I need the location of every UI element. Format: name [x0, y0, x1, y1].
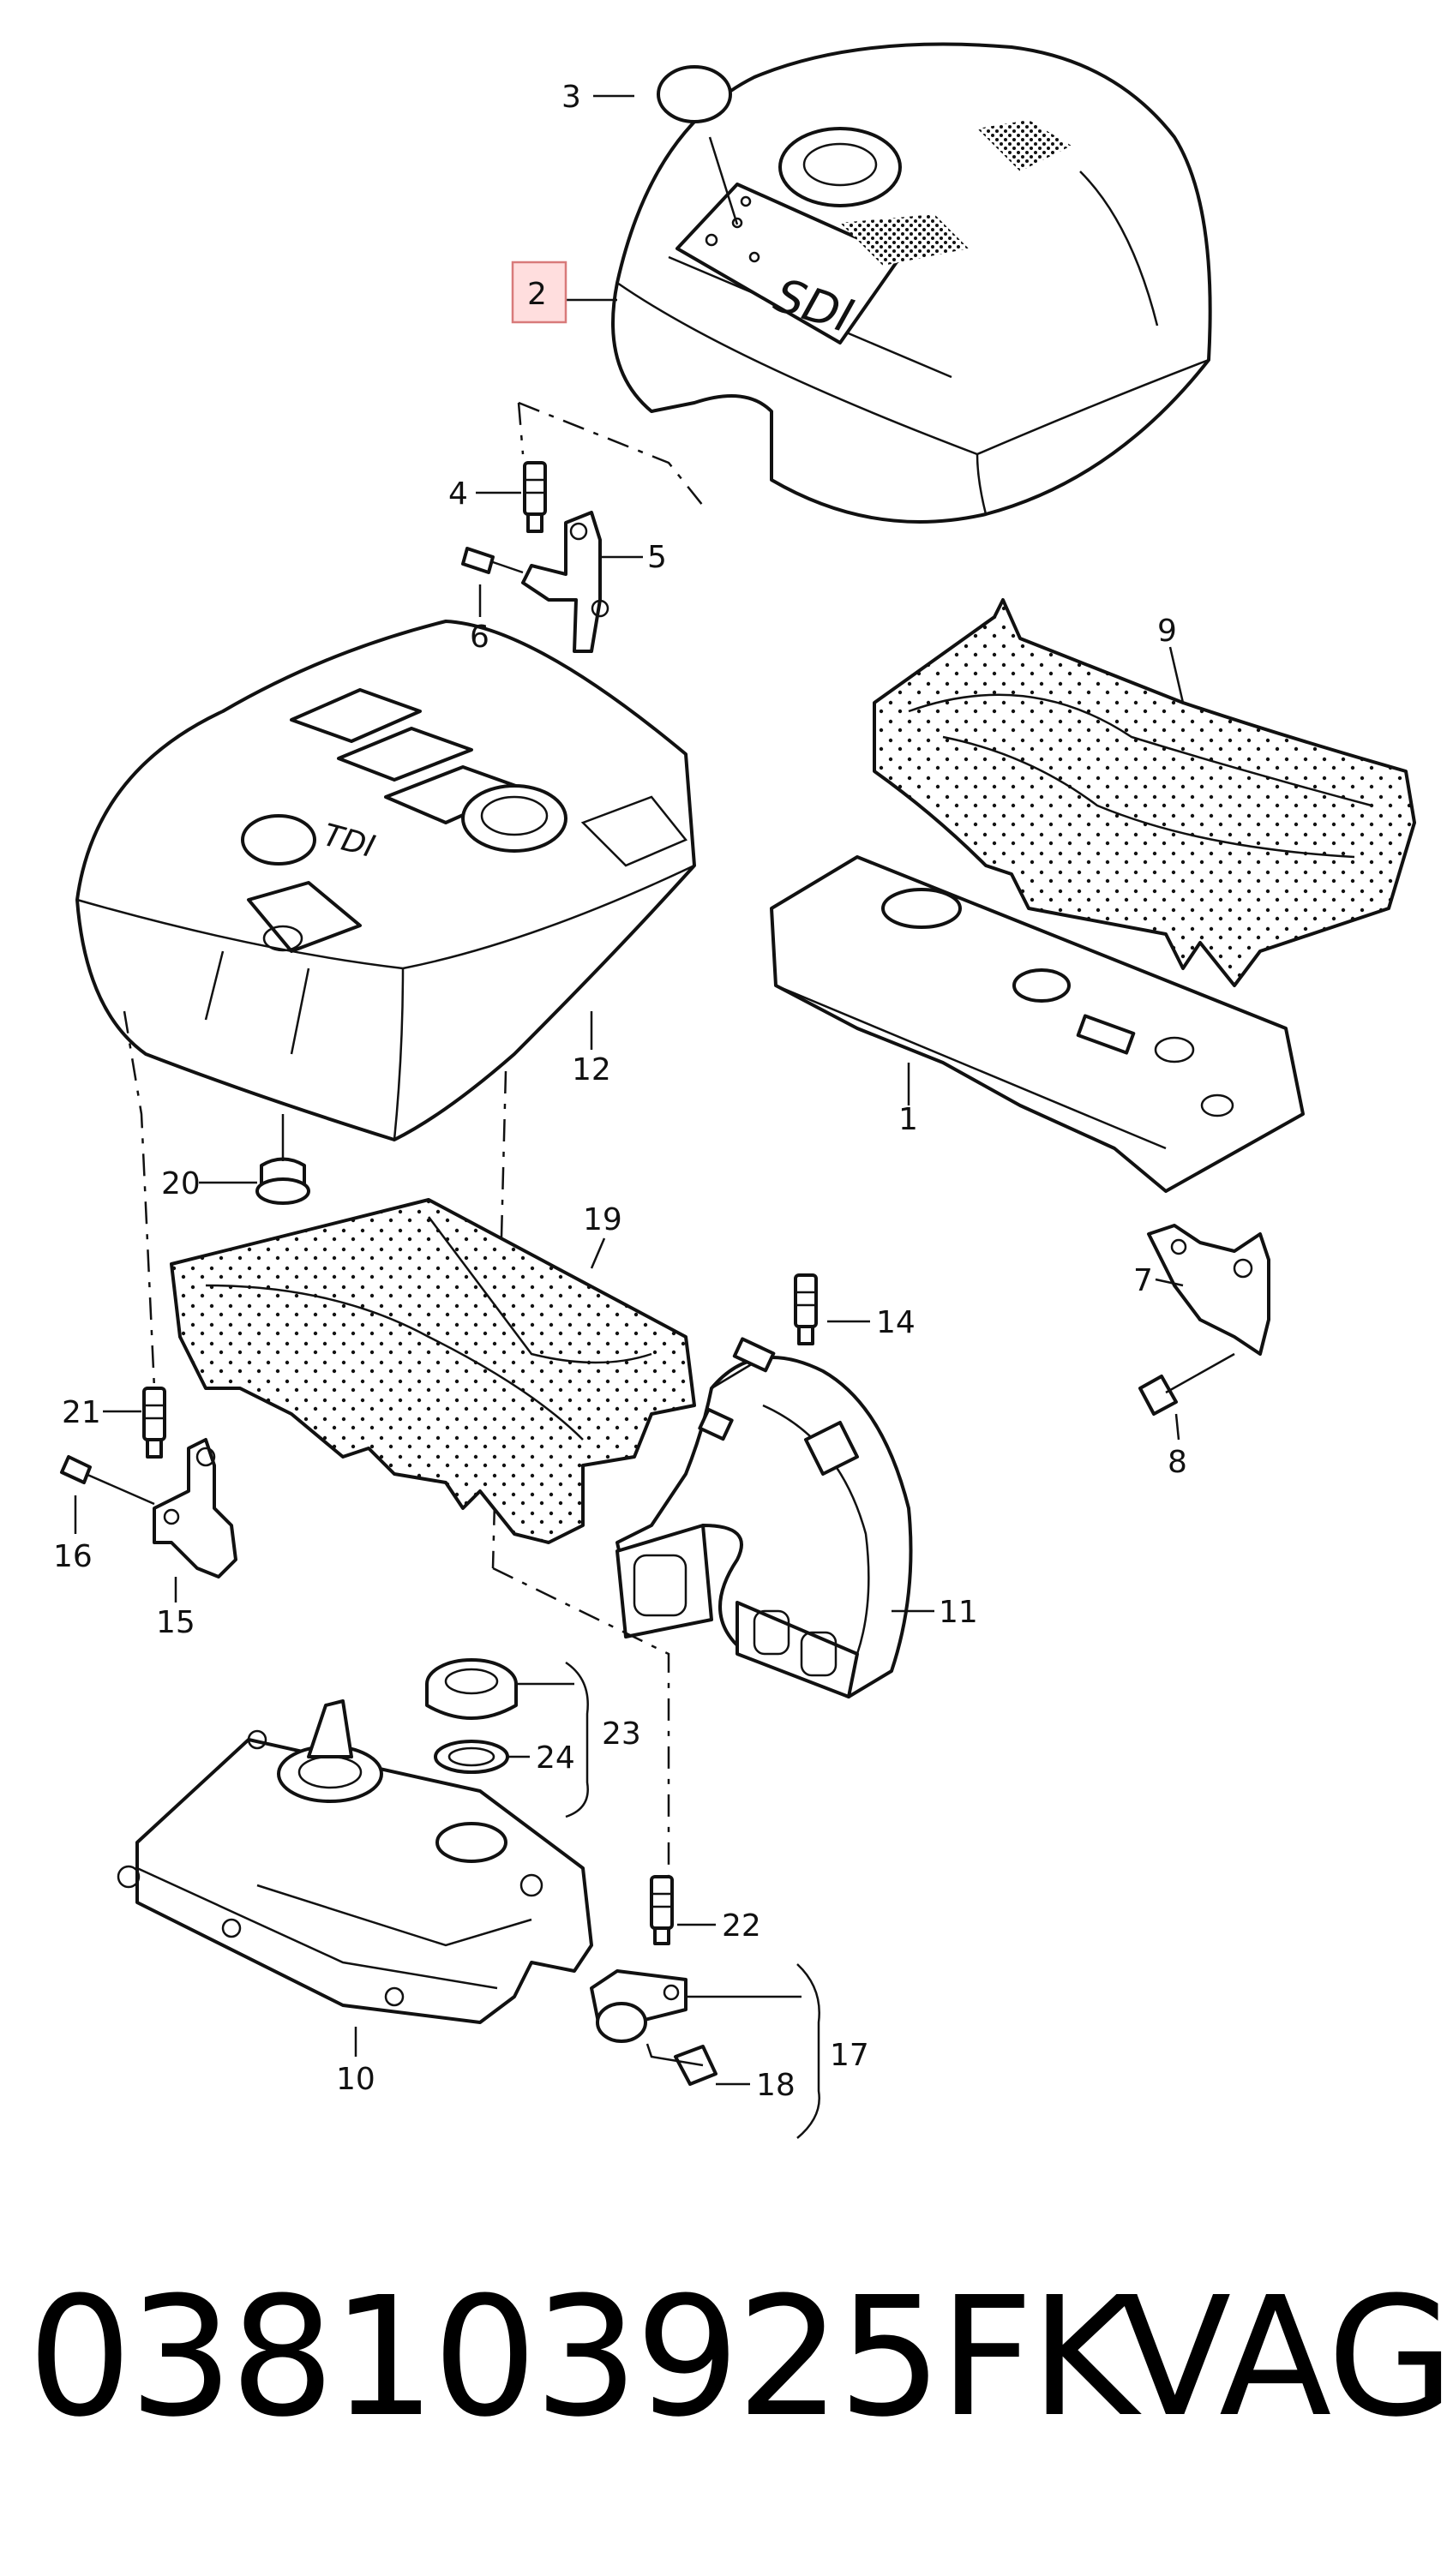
oil-filler-cap: [425, 1658, 518, 1774]
callout-12[interactable]: 12: [572, 1052, 611, 1087]
sensor-bracket-assembly: [492, 1567, 717, 2086]
bracket-assembly-left: [60, 1387, 237, 1579]
exploded-parts-diagram: SDI TDI: [53, 42, 1416, 2139]
foam-insulation-lower: [170, 1198, 696, 1544]
callout-18[interactable]: 18: [756, 2068, 796, 2103]
cylinder-head-cover-upper: [770, 855, 1305, 1193]
callout-21[interactable]: 21: [62, 1395, 101, 1430]
leader-lines: [74, 94, 1185, 2139]
callout-14[interactable]: 14: [876, 1305, 916, 1340]
callout-4[interactable]: 4: [448, 476, 468, 512]
callout-5[interactable]: 5: [647, 540, 667, 575]
bolt-14: [794, 1273, 818, 1345]
bracket-right: [1138, 1224, 1270, 1416]
callout-20[interactable]: 20: [161, 1166, 201, 1201]
callout-labels: 1 2 3 4 5 6 7 8 9 10 11 12 14 15 16 17 1…: [53, 80, 1187, 2103]
badge-disc: [657, 65, 732, 123]
caption-bar: 038103925FK VAG: [0, 2262, 1453, 2468]
callout-3[interactable]: 3: [561, 80, 581, 115]
cylinder-head-cover-lower: [117, 1699, 593, 2024]
upper-engine-cover: SDI: [611, 42, 1212, 524]
callout-11[interactable]: 11: [939, 1595, 978, 1630]
callout-17[interactable]: 17: [830, 2038, 869, 2073]
callout-24[interactable]: 24: [536, 1740, 575, 1776]
callout-19[interactable]: 19: [583, 1202, 622, 1237]
callout-15[interactable]: 15: [156, 1605, 195, 1640]
callout-7[interactable]: 7: [1133, 1263, 1153, 1298]
part-number: 038103925FK: [27, 2262, 1138, 2453]
bracket-assembly-upper: [461, 461, 609, 653]
callout-2[interactable]: 2: [527, 277, 547, 312]
callout-1[interactable]: 1: [898, 1102, 918, 1137]
intake-manifold: [615, 1337, 913, 1698]
foam-insulation-upper: [873, 598, 1416, 987]
callout-6[interactable]: 6: [470, 620, 489, 655]
callout-16[interactable]: 16: [53, 1539, 93, 1574]
highlighted-callout-box: [511, 261, 567, 324]
callout-8[interactable]: 8: [1168, 1445, 1187, 1480]
lower-engine-cover: TDI: [75, 620, 696, 1141]
callout-22[interactable]: 22: [722, 1908, 761, 1944]
brand-name: VAG: [1119, 2262, 1453, 2453]
grommet: [255, 1114, 310, 1205]
callout-9[interactable]: 9: [1157, 614, 1177, 649]
callout-23[interactable]: 23: [602, 1716, 641, 1752]
callout-10[interactable]: 10: [336, 2062, 375, 2097]
